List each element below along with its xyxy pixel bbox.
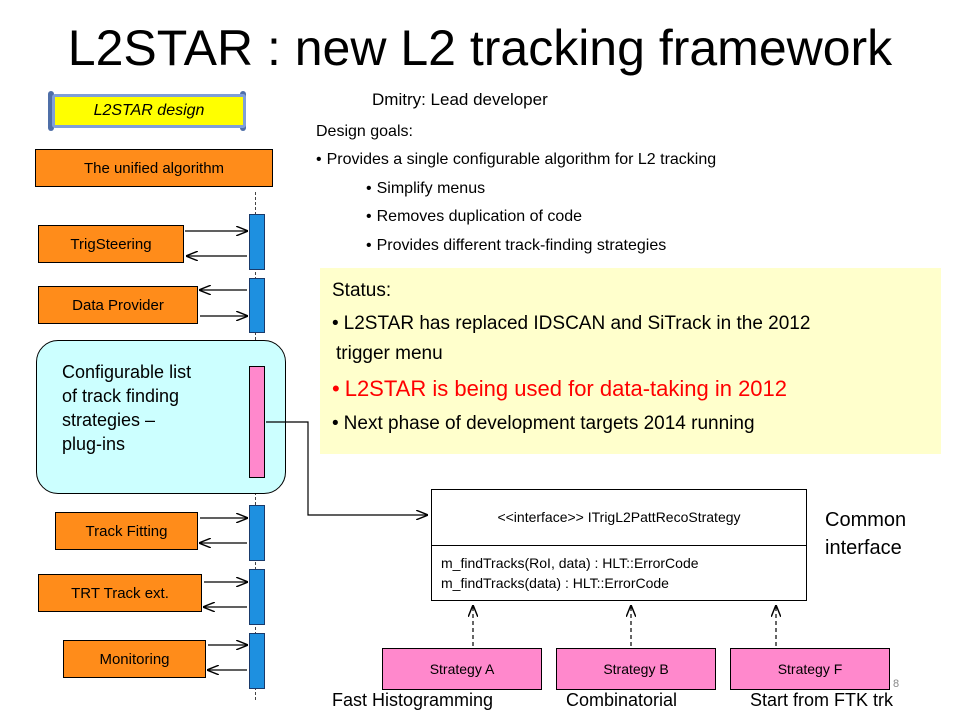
status-item-1-cont: trigger menu xyxy=(336,343,443,364)
activation-bar-steering xyxy=(249,214,265,270)
status-item-3: Next phase of development targets 2014 r… xyxy=(332,413,755,435)
status-heading: Status: xyxy=(332,280,392,301)
goal-sub-2: Removes duplication of code xyxy=(366,207,582,227)
activation-bar-provider xyxy=(249,278,265,333)
status-item-1: L2STAR has replaced IDSCAN and SiTrack i… xyxy=(332,313,811,335)
lead-developer: Dmitry: Lead developer xyxy=(372,90,548,109)
track-fitting-box: Track Fitting xyxy=(55,512,198,550)
design-tag: L2STAR design xyxy=(52,94,246,128)
activation-bar-monitoring xyxy=(249,633,265,689)
goal-sub-1: Simplify menus xyxy=(366,179,485,199)
strategy-f-box: Strategy F xyxy=(730,648,890,690)
strategy-a-label: Fast Histogramming xyxy=(332,690,494,710)
tag-bar-left xyxy=(48,91,54,131)
page-number: 8 xyxy=(893,678,900,690)
design-goals-heading: Design goals: xyxy=(316,123,413,140)
strategy-f-label: Start from FTK trk xyxy=(750,690,894,710)
slide-title: L2STAR : new L2 tracking framework xyxy=(67,20,893,76)
plugins-bubble xyxy=(36,340,286,494)
goal-main: Provides a single configurable algorithm… xyxy=(316,150,717,170)
strategy-b-label: Combinatorial xyxy=(566,690,678,710)
interface-separator xyxy=(431,545,807,546)
strategy-a-box: Strategy A xyxy=(382,648,542,690)
interface-method-1: m_findTracks(RoI, data) : HLT::ErrorCode xyxy=(441,555,699,571)
trigsteering-box: TrigSteering xyxy=(38,225,184,263)
goal-sub-3: Provides different track-finding strateg… xyxy=(366,236,667,256)
plugins-text: Configurable list of track finding strat… xyxy=(62,362,192,454)
unified-algorithm-box: The unified algorithm xyxy=(35,149,273,187)
trt-track-box: TRT Track ext. xyxy=(38,574,202,612)
status-item-2: L2STAR is being used for data-taking in … xyxy=(332,376,787,402)
activation-bar-plugins xyxy=(249,366,265,478)
interface-title: <<interface>> ITrigL2PattRecoStrategy xyxy=(497,509,741,525)
arrow-plugins-to-interface xyxy=(266,421,427,515)
activation-bar-trt xyxy=(249,569,265,625)
interface-method-2: m_findTracks(data) : HLT::ErrorCode xyxy=(441,575,669,591)
strategy-b-box: Strategy B xyxy=(556,648,716,690)
activation-bar-fitting xyxy=(249,505,265,561)
monitoring-box: Monitoring xyxy=(63,640,206,678)
common-interface-note: Common interface xyxy=(825,509,907,559)
data-provider-box: Data Provider xyxy=(38,286,198,324)
